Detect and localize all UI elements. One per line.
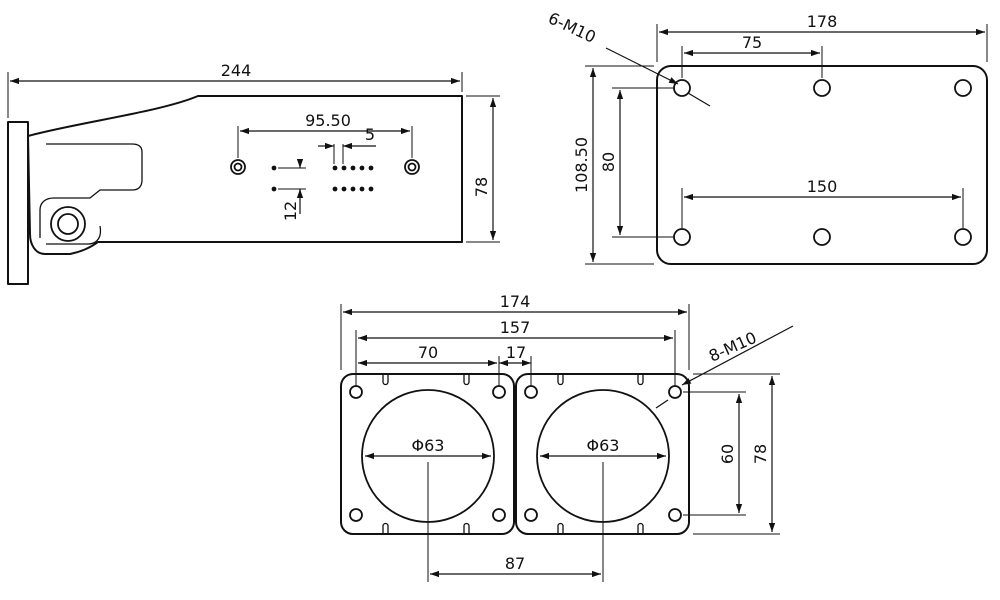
side-view-body-outline [27,95,463,255]
dim-label-244: 244 [221,61,252,80]
dim-label-80: 80 [599,152,618,172]
dim-label-174: 174 [500,292,531,311]
mount-plate-view: 178 75 108.50 80 150 6-M10 [545,8,988,265]
dim-label-95-50: 95.50 [305,111,351,130]
dim-label-bore-left: Φ63 [412,436,445,455]
dim-label-70: 70 [418,343,438,362]
right-flange-bolt-holes [524,385,682,522]
leader-8-m10 [681,325,794,386]
side-view-left-hole-inner [233,162,243,172]
leader-6-m10 [605,47,679,85]
dim-label-150: 150 [807,177,838,196]
side-view-hook-contour [39,143,143,238]
dim-label-17: 17 [506,343,526,362]
flange-edge-notches [382,374,644,534]
side-view-hook-lower [46,225,102,245]
side-view: 244 78 95.50 5 12 [7,61,500,285]
side-view-wall-plate [7,121,29,285]
dim-label-flange-78: 78 [751,444,770,464]
callout-6-m10: 6-M10 [545,8,598,46]
dim-label-5: 5 [365,125,375,144]
dim-label-108-50: 108.50 [572,137,591,193]
dim-label-bore-right: Φ63 [587,436,620,455]
side-view-right-hole-inner [407,162,417,172]
dim-label-60: 60 [718,444,737,464]
left-flange-bolt-holes [349,385,506,522]
twin-flange-view: 174 157 70 17 78 60 Φ63 Φ63 87 [340,292,794,582]
dim-label-87: 87 [505,554,525,573]
callout-8-m10: 8-M10 [706,328,760,366]
dim-label-75: 75 [742,33,762,52]
side-view-terminal-pins [271,165,374,192]
dim-label-12: 12 [281,201,300,221]
side-view-pivot-bore [57,213,79,235]
dim-label-side-78: 78 [472,177,491,197]
dim-label-178: 178 [807,12,838,31]
dim-label-157: 157 [500,318,531,337]
mount-plate-holes [673,79,972,246]
